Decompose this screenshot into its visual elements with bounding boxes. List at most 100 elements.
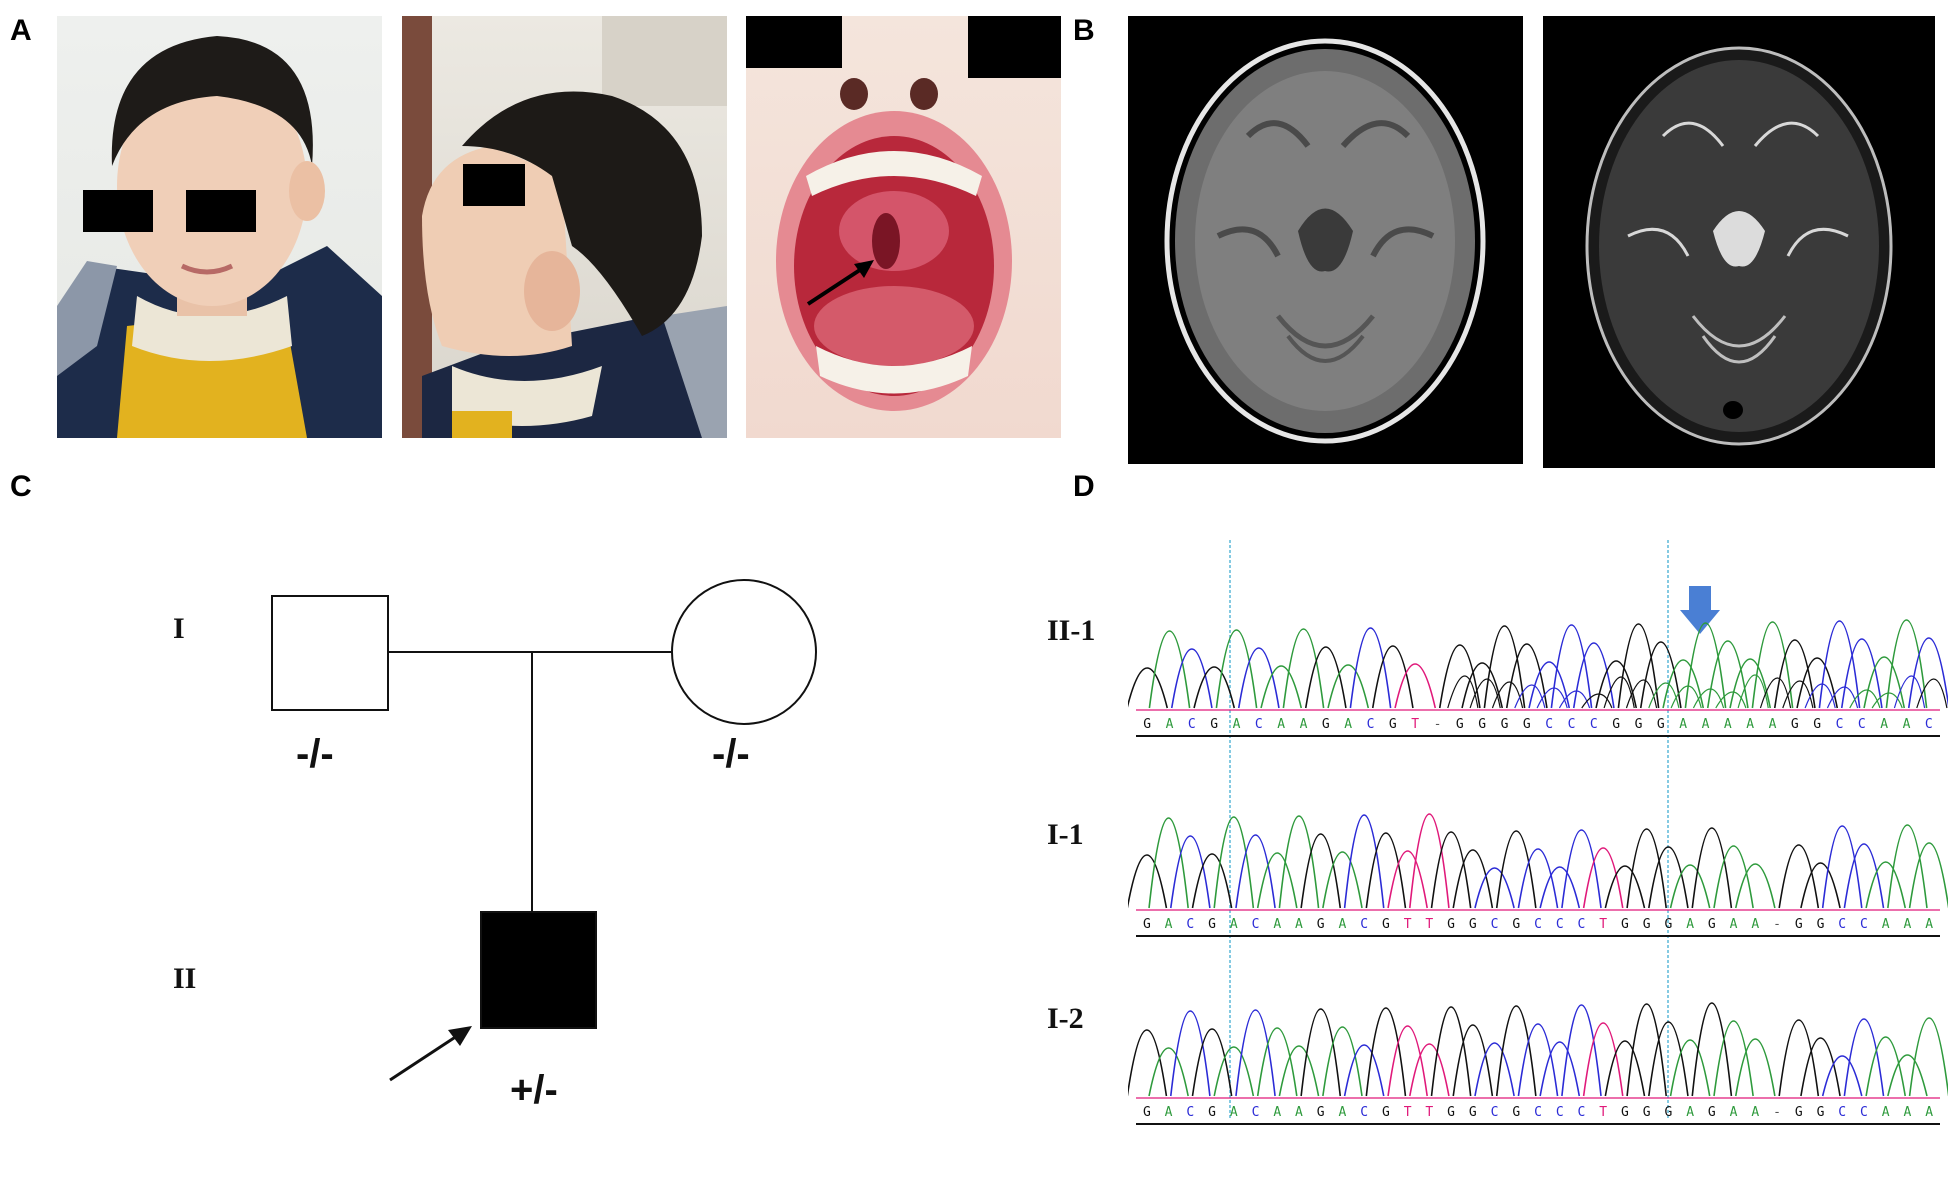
trace-peak (1438, 644, 1481, 709)
base-call: G (1612, 717, 1620, 732)
trace-peak (1843, 1018, 1885, 1097)
panel-label-a: A (10, 14, 32, 47)
trace-peak (1778, 1019, 1820, 1097)
base-call: C (1578, 917, 1586, 932)
proband-genotype: +/- (510, 1068, 558, 1112)
base-call: G (1382, 917, 1390, 932)
base-call: - (1773, 917, 1781, 932)
base-call: C (1556, 1105, 1564, 1120)
father-genotype: -/- (296, 732, 334, 776)
trace-peak (1684, 622, 1727, 709)
trace-peak (1365, 832, 1407, 909)
trace-peak (1796, 657, 1839, 709)
base-call: G (1635, 717, 1643, 732)
base-call: G (1478, 717, 1486, 732)
base-call: C (1186, 917, 1194, 932)
chromatogram-label-ii-1: II-1 (1047, 614, 1096, 647)
trace-peak (1821, 825, 1863, 909)
base-call: G (1143, 717, 1151, 732)
base-call: C (1860, 1105, 1868, 1120)
trace-peak (1128, 1029, 1168, 1097)
pedigree-chart (271, 579, 817, 1082)
cleft-palate-illustration (776, 78, 1012, 411)
base-call: A (1769, 717, 1777, 732)
chromatogram-label-i-2: I-2 (1047, 1002, 1084, 1035)
trace-peak (1483, 625, 1526, 709)
trace-secondary-peak (1648, 682, 1680, 709)
base-call: A (1165, 917, 1173, 932)
censor-bar-right (968, 16, 1061, 78)
father-symbol (271, 595, 389, 711)
base-call: C (1534, 917, 1542, 932)
trace-peak (1505, 643, 1548, 709)
trace-peak (1322, 1026, 1363, 1097)
trace-peak (1394, 663, 1437, 709)
base-call: T (1425, 1105, 1433, 1120)
trace-peak (1474, 1042, 1515, 1097)
base-call: C (1367, 717, 1375, 732)
base-call: T (1411, 717, 1419, 732)
trace-peak (1322, 851, 1363, 909)
trace-peak (1304, 646, 1347, 709)
trace-peak (1495, 830, 1537, 909)
base-call: C (1858, 717, 1866, 732)
trace-peak (1349, 627, 1392, 709)
base-call: C (1186, 1105, 1194, 1120)
base-call: A (1903, 1105, 1911, 1120)
trace-peak (1595, 660, 1638, 709)
base-call: G (1643, 1105, 1651, 1120)
base-call: A (1730, 1105, 1738, 1120)
trace-peak (1474, 867, 1515, 909)
base-call: G (1143, 1105, 1151, 1120)
base-call: G (1447, 1105, 1455, 1120)
base-call: A (1344, 717, 1352, 732)
trace-peak (1215, 629, 1258, 709)
trace-peak (1669, 1039, 1711, 1097)
trace-peak (1800, 862, 1841, 909)
trace-peak (1430, 1006, 1472, 1097)
base-call: C (1491, 1105, 1499, 1120)
trace-peak (1237, 647, 1280, 709)
trace-peak (1617, 623, 1660, 709)
base-call: G (1817, 917, 1825, 932)
trace-peak (1430, 831, 1472, 909)
trace-peak (1865, 1036, 1907, 1097)
trace-peak (1517, 848, 1559, 909)
base-call: A (1230, 1105, 1238, 1120)
base-call: A (1295, 917, 1303, 932)
base-call: G (1317, 1105, 1325, 1120)
trace-peak (1528, 661, 1571, 709)
base-call: A (1339, 917, 1347, 932)
base-call: G (1501, 717, 1509, 732)
base-call: G (1469, 917, 1477, 932)
base-call: G (1708, 917, 1716, 932)
generation-label-2: II (173, 962, 197, 995)
trace-secondary-peak (1514, 684, 1546, 709)
trace-peak (1572, 642, 1615, 709)
trace-peak (1662, 659, 1705, 709)
base-call: G (1208, 1105, 1216, 1120)
trace-peak (1885, 619, 1928, 709)
trace-peak (1626, 828, 1667, 909)
base-call: T (1599, 1105, 1607, 1120)
trace-secondary-peak (1759, 677, 1792, 709)
trace-peak (1300, 1008, 1342, 1097)
base-call: G (1317, 917, 1325, 932)
base-call: A (1273, 1105, 1281, 1120)
base-call: C (1836, 717, 1844, 732)
base-call: G (1708, 1105, 1716, 1120)
trace-peak (1452, 849, 1494, 909)
base-call: G (1621, 917, 1629, 932)
eye-censor-bar-left (83, 190, 153, 232)
proband-symbol (480, 911, 597, 1029)
patient-lateral-photo (402, 16, 727, 438)
trace-peak (1843, 843, 1885, 909)
trace-peak (1561, 1004, 1602, 1097)
trace-peak (1256, 1027, 1298, 1097)
lateral-face-illustration (402, 16, 727, 438)
panel-label-c: C (10, 470, 32, 503)
trace-peak (1387, 1025, 1428, 1097)
trace-secondary-peak (1849, 689, 1881, 709)
trace-peak (1148, 630, 1191, 709)
